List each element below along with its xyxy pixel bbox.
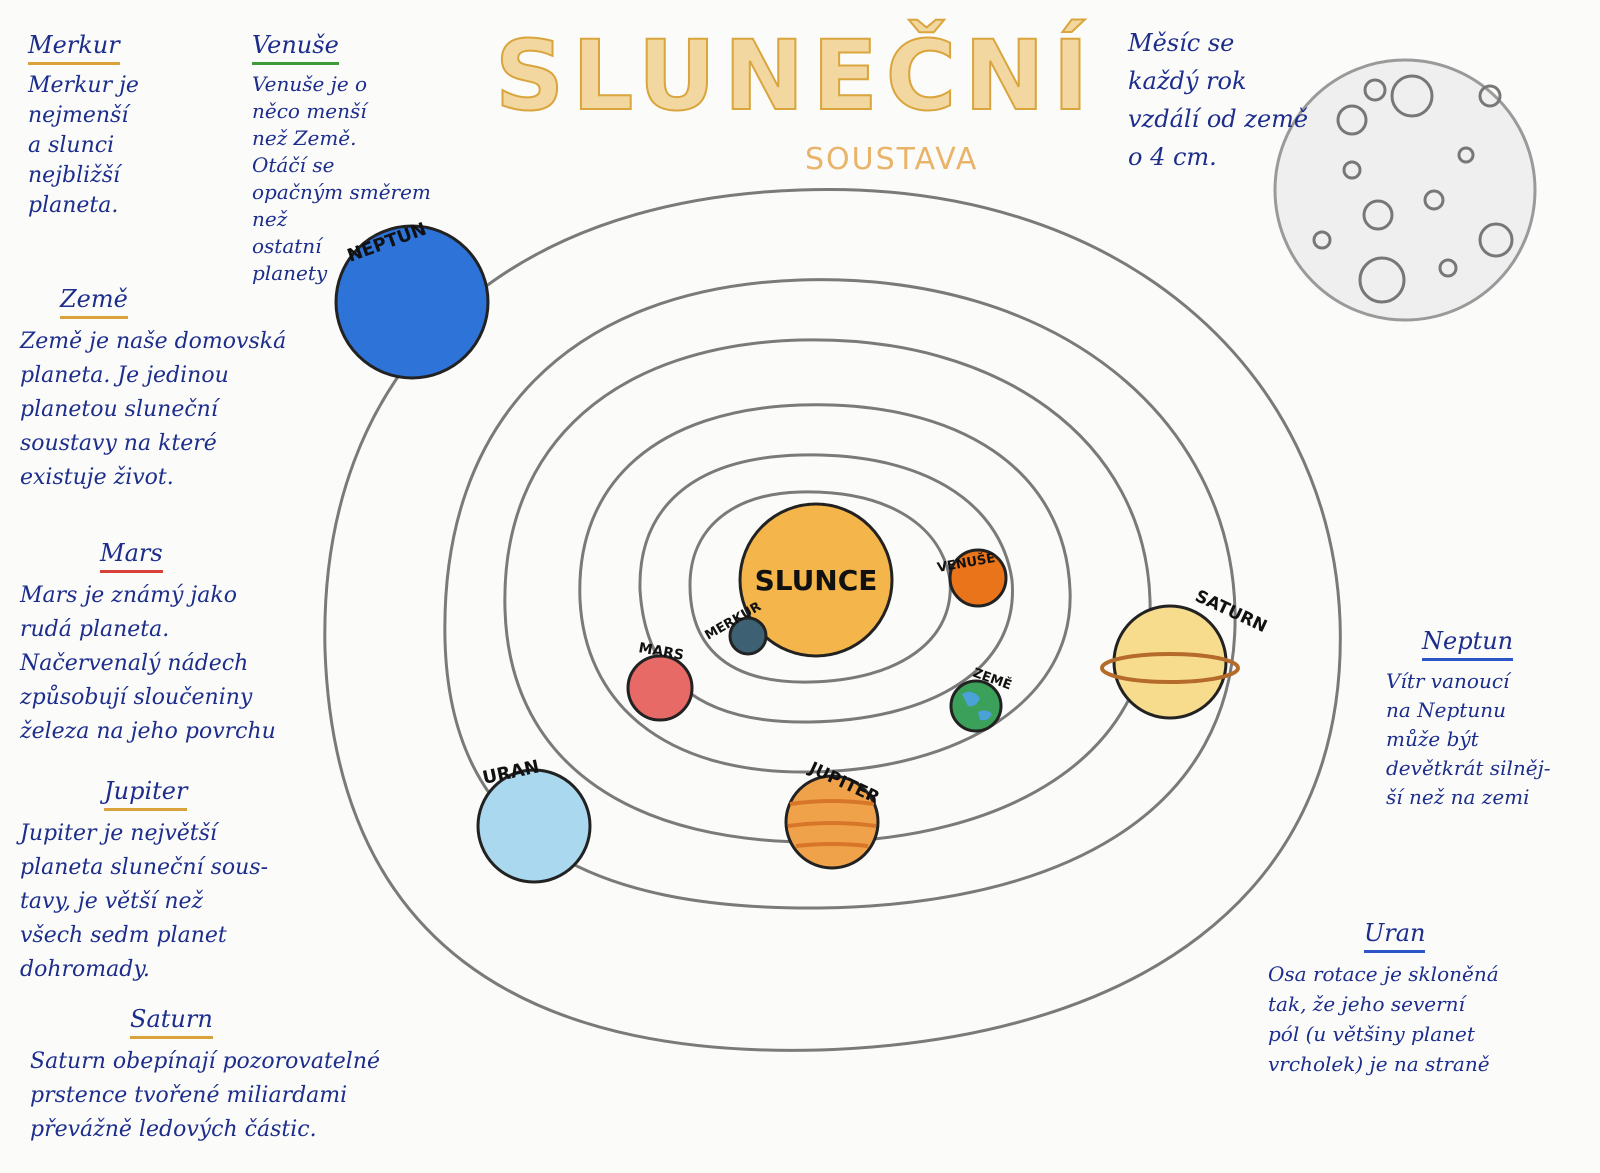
moon-drawing	[1273, 58, 1537, 322]
zeme-planet	[949, 679, 1003, 733]
note-mars-heading: Mars	[100, 538, 163, 573]
page-subtitle: SOUSTAVA	[805, 142, 979, 177]
sun-circle	[738, 502, 894, 658]
uran-planet	[476, 768, 592, 884]
note-neptun-heading: Neptun	[1422, 626, 1514, 661]
note-uran-heading: Uran	[1364, 918, 1426, 953]
orbit-5	[443, 278, 1237, 910]
note-merkur-heading: Merkur	[28, 30, 120, 65]
note-zeme-heading: Země	[60, 284, 128, 319]
note-mars: Mars Mars je známý jako rudá planeta. Na…	[20, 538, 340, 749]
note-uran-text: Osa rotace je skloněná tak, že jeho seve…	[1268, 962, 1499, 1076]
note-venuse: Venuše Venuše je o něco menší než Země. …	[252, 30, 462, 287]
orbit-6	[323, 187, 1342, 1052]
sun-label: SLUNCE	[755, 564, 878, 597]
neptun-planet	[334, 224, 490, 380]
orbit-2	[638, 453, 1014, 724]
note-venuse-text: Venuše je o něco menší než Země. Otáčí s…	[252, 72, 431, 285]
saturn-planet	[1100, 604, 1240, 720]
note-merkur: Merkur Merkur je nejmenší a slunci nejbl…	[28, 30, 198, 221]
orbit-1	[688, 490, 952, 684]
note-uran: Uran Osa rotace je skloněná tak, že jeho…	[1268, 918, 1593, 1079]
note-neptun: Neptun Vítr vanoucí na Neptunu může být …	[1386, 626, 1591, 812]
orbit-lines	[323, 187, 1342, 1052]
note-saturn: Saturn Saturn obepínají pozorovatelné pr…	[30, 1004, 490, 1147]
moon-note-text: Měsíc se každý rok vzdálí od země o 4 cm…	[1128, 29, 1309, 171]
note-zeme-text: Země je naše domovská planeta. Je jedino…	[20, 329, 287, 490]
page-title: SLUNEČNÍ	[494, 19, 1097, 133]
mars-planet	[626, 654, 694, 722]
note-jupiter-text: Jupiter je největší planeta sluneční sou…	[20, 821, 269, 982]
note-merkur-text: Merkur je nejmenší a slunci nejbližší pl…	[28, 73, 139, 218]
note-jupiter-heading: Jupiter	[104, 776, 188, 811]
merkur-planet	[728, 616, 768, 656]
note-saturn-text: Saturn obepínají pozorovatelné prstence …	[30, 1049, 381, 1142]
jupiter-planet	[784, 774, 880, 870]
note-mars-text: Mars je známý jako rudá planeta. Načerve…	[20, 583, 276, 744]
note-neptun-text: Vítr vanoucí na Neptunu může být devětkr…	[1386, 669, 1551, 809]
moon-note: Měsíc se každý rok vzdálí od země o 4 cm…	[1128, 24, 1328, 176]
note-venuse-heading: Venuše	[252, 30, 339, 65]
sun: SLUNCE	[738, 502, 894, 658]
note-zeme: Země Země je naše domovská planeta. Je j…	[20, 284, 340, 495]
venuse-planet	[948, 548, 1008, 608]
note-jupiter: Jupiter Jupiter je největší planeta slun…	[20, 776, 350, 987]
note-saturn-heading: Saturn	[130, 1004, 213, 1039]
mars-label: MARS	[637, 640, 685, 664]
orbit-3	[578, 403, 1072, 774]
